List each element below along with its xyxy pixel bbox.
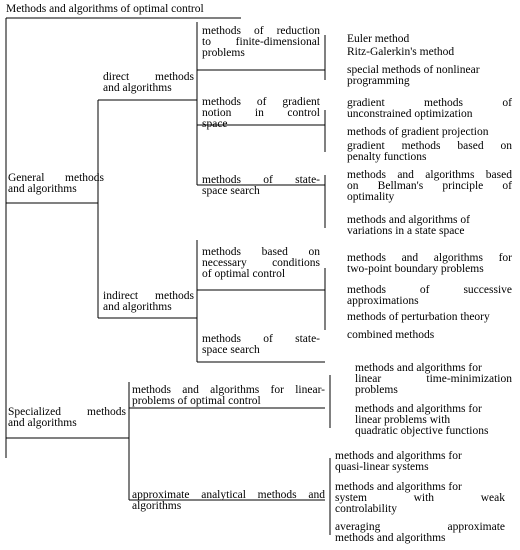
leaf-variations-line2: variations in a state space: [347, 225, 465, 237]
leaf-time-min-line1: methods and algorithms for: [355, 362, 482, 374]
leaf-ritz-galerkin: Ritz-Galerkin's method: [347, 46, 512, 58]
leaf-variations-line1: methods and algorithms of: [347, 214, 470, 226]
diagram-title: Methods and algorithms of optimal contro…: [6, 3, 204, 15]
leaf-combined-methods: combined methods: [347, 329, 512, 341]
leaf-bellman-line1: methods and algorithms based: [347, 169, 512, 181]
approx-analytical-node: approximate analytical methods and algor…: [132, 489, 325, 512]
specialized-methods-label-line2: and algorithms: [8, 417, 77, 429]
leaf-two-point-line2: two-point boundary problems: [347, 263, 484, 275]
gradient-notion-label-line1: methods of gradient: [202, 96, 320, 108]
leaf-state-variations: methods and algorithms of variations in …: [347, 214, 512, 237]
linear-problems-node: methods and algorithms for linear- probl…: [132, 384, 325, 407]
necessary-cond-label-line2: necessary conditions: [202, 257, 320, 269]
leaf-bellman-line3: optimality: [347, 191, 395, 203]
leaf-two-point-line1: methods and algorithms for: [347, 252, 512, 264]
leaf-perturbation-line1: methods of perturbation theory: [347, 311, 490, 323]
gradient-notion-label-line3: space: [202, 118, 228, 130]
reduction-methods-node: methods of reduction to finite-dimension…: [202, 25, 320, 59]
leaf-quadratic-line2: linear problems with: [355, 414, 451, 426]
direct-methods-node: direct methods and algorithms: [103, 71, 194, 94]
leaf-quasi-line1: methods and algorithms for: [335, 450, 462, 462]
leaf-weak-line3: controlability: [335, 503, 397, 515]
leaf-perturbation-theory: methods of perturbation theory: [347, 311, 512, 323]
leaf-time-min-line3: problems: [355, 384, 398, 396]
approx-analytical-label-line2: algorithms: [132, 500, 182, 512]
leaf-euler-line1: Euler method: [347, 33, 410, 45]
reduction-label-line3: problems: [202, 47, 245, 59]
leaf-time-min-line2: linear time-minimization: [355, 373, 512, 385]
approx-analytical-label-line1: approximate analytical methods and: [132, 489, 325, 501]
leaf-special-line1: special methods of nonlinear: [347, 64, 480, 76]
gradient-notion-node: methods of gradient notion in control sp…: [202, 96, 320, 130]
indirect-methods-label-line2: and algorithms: [103, 301, 172, 313]
leaf-grad-proj-line1: methods of gradient projection: [347, 126, 489, 138]
leaf-weak-line1: methods and algorithms for: [335, 481, 462, 493]
leaf-ritz-line1: Ritz-Galerkin's method: [347, 46, 455, 58]
reduction-label-line1: methods of reduction: [202, 25, 320, 37]
leaf-bellman-line2: on Bellman's principle of: [347, 180, 512, 192]
leaf-successive-line1: methods of successive: [347, 284, 512, 296]
gradient-notion-label-line2: notion in control: [202, 107, 320, 119]
general-methods-label-line2: and algorithms: [8, 183, 77, 195]
necessary-cond-label-line1: methods based on: [202, 246, 320, 258]
general-methods-node: General methods and algorithms: [8, 172, 104, 195]
leaf-successive-approx: methods of successive approximations: [347, 284, 512, 307]
leaf-averaging-line1: averaging approximate: [335, 521, 505, 533]
state-search-1-label-line1: methods of state-: [202, 174, 320, 186]
direct-methods-label-line1: direct methods: [103, 71, 194, 83]
leaf-quadratic-line1: methods and algorithms for: [355, 403, 482, 415]
state-space-search-1-node: methods of state- space search: [202, 174, 320, 197]
leaf-averaging-approx: averaging approximate methods and algori…: [335, 521, 505, 544]
general-methods-label-line1: General methods: [8, 172, 104, 184]
leaf-averaging-line2: methods and algorithms: [335, 532, 446, 544]
leaf-successive-line2: approximations: [347, 295, 419, 307]
leaf-quasi-linear: methods and algorithms for quasi-linear …: [335, 450, 505, 473]
reduction-label-line2: to finite-dimensional: [202, 36, 320, 48]
leaf-grad-unc-line1: gradient methods of: [347, 97, 512, 109]
state-search-2-label-line1: methods of state-: [202, 333, 320, 345]
leaf-two-point-boundary: methods and algorithms for two-point bou…: [347, 252, 512, 275]
leaf-combined-line1: combined methods: [347, 329, 435, 341]
leaf-quasi-line2: quasi-linear systems: [335, 461, 429, 473]
leaf-linear-time-min: methods and algorithms for linear time-m…: [355, 362, 512, 396]
direct-methods-label-line2: and algorithms: [103, 82, 172, 94]
leaf-gradient-penalty: gradient methods based on penalty functi…: [347, 140, 512, 163]
leaf-grad-pen-line1: gradient methods based on: [347, 140, 512, 152]
indirect-methods-label-line1: indirect methods: [103, 290, 194, 302]
leaf-euler-method: Euler method: [347, 33, 512, 45]
specialized-methods-node: Specialized methods and algorithms: [8, 406, 126, 429]
state-search-2-label-line2: space search: [202, 344, 260, 356]
leaf-special-line2: programming: [347, 75, 410, 87]
linear-problems-label-line2: problems of optimal control: [132, 395, 261, 407]
leaf-gradient-unconstrained: gradient methods of unconstrained optimi…: [347, 97, 512, 120]
indirect-methods-node: indirect methods and algorithms: [103, 290, 194, 313]
necessary-cond-label-line3: of optimal control: [202, 268, 286, 280]
linear-problems-label-line1: methods and algorithms for linear-: [132, 384, 325, 396]
leaf-quadratic-line3: quadratic objective functions: [355, 425, 489, 437]
leaf-special-nonlinear: special methods of nonlinear programming: [347, 64, 512, 87]
leaf-grad-unc-line2: unconstrained optimization: [347, 108, 473, 120]
leaf-grad-pen-line2: penalty functions: [347, 151, 427, 163]
necessary-conditions-node: methods based on necessary conditions of…: [202, 246, 320, 280]
specialized-methods-label-line1: Specialized methods: [8, 406, 126, 418]
leaf-quadratic-objective: methods and algorithms for linear proble…: [355, 403, 512, 437]
state-space-search-2-node: methods of state- space search: [202, 333, 320, 356]
leaf-bellman-principle: methods and algorithms based on Bellman'…: [347, 169, 512, 203]
leaf-weak-line2: system with weak: [335, 492, 505, 504]
state-search-1-label-line2: space search: [202, 185, 260, 197]
leaf-weak-controlability: methods and algorithms for system with w…: [335, 481, 505, 515]
leaf-gradient-projection: methods of gradient projection: [347, 126, 512, 138]
